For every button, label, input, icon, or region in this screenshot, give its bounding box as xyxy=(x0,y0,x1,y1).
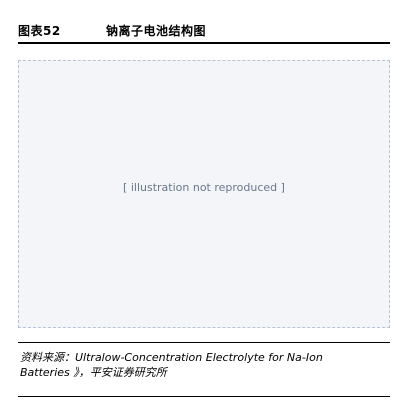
placeholder-note: [ illustration not reproduced ] xyxy=(123,181,285,194)
figure-title: 钠离子电池结构图 xyxy=(106,24,207,38)
source-divider xyxy=(18,342,390,343)
figure-header: 图表52 钠离子电池结构图 xyxy=(18,20,390,44)
source-note: 资料来源：Ultralow-Concentration Electrolyte … xyxy=(20,350,390,380)
figure-label: 图表52 xyxy=(18,24,61,38)
battery-illustration-placeholder: [ illustration not reproduced ] xyxy=(18,60,390,328)
footer-divider xyxy=(18,396,390,397)
source-line-1: 资料来源：Ultralow-Concentration Electrolyte … xyxy=(20,351,323,364)
source-line-2: Batteries 》，平安证券研究所 xyxy=(20,366,167,379)
